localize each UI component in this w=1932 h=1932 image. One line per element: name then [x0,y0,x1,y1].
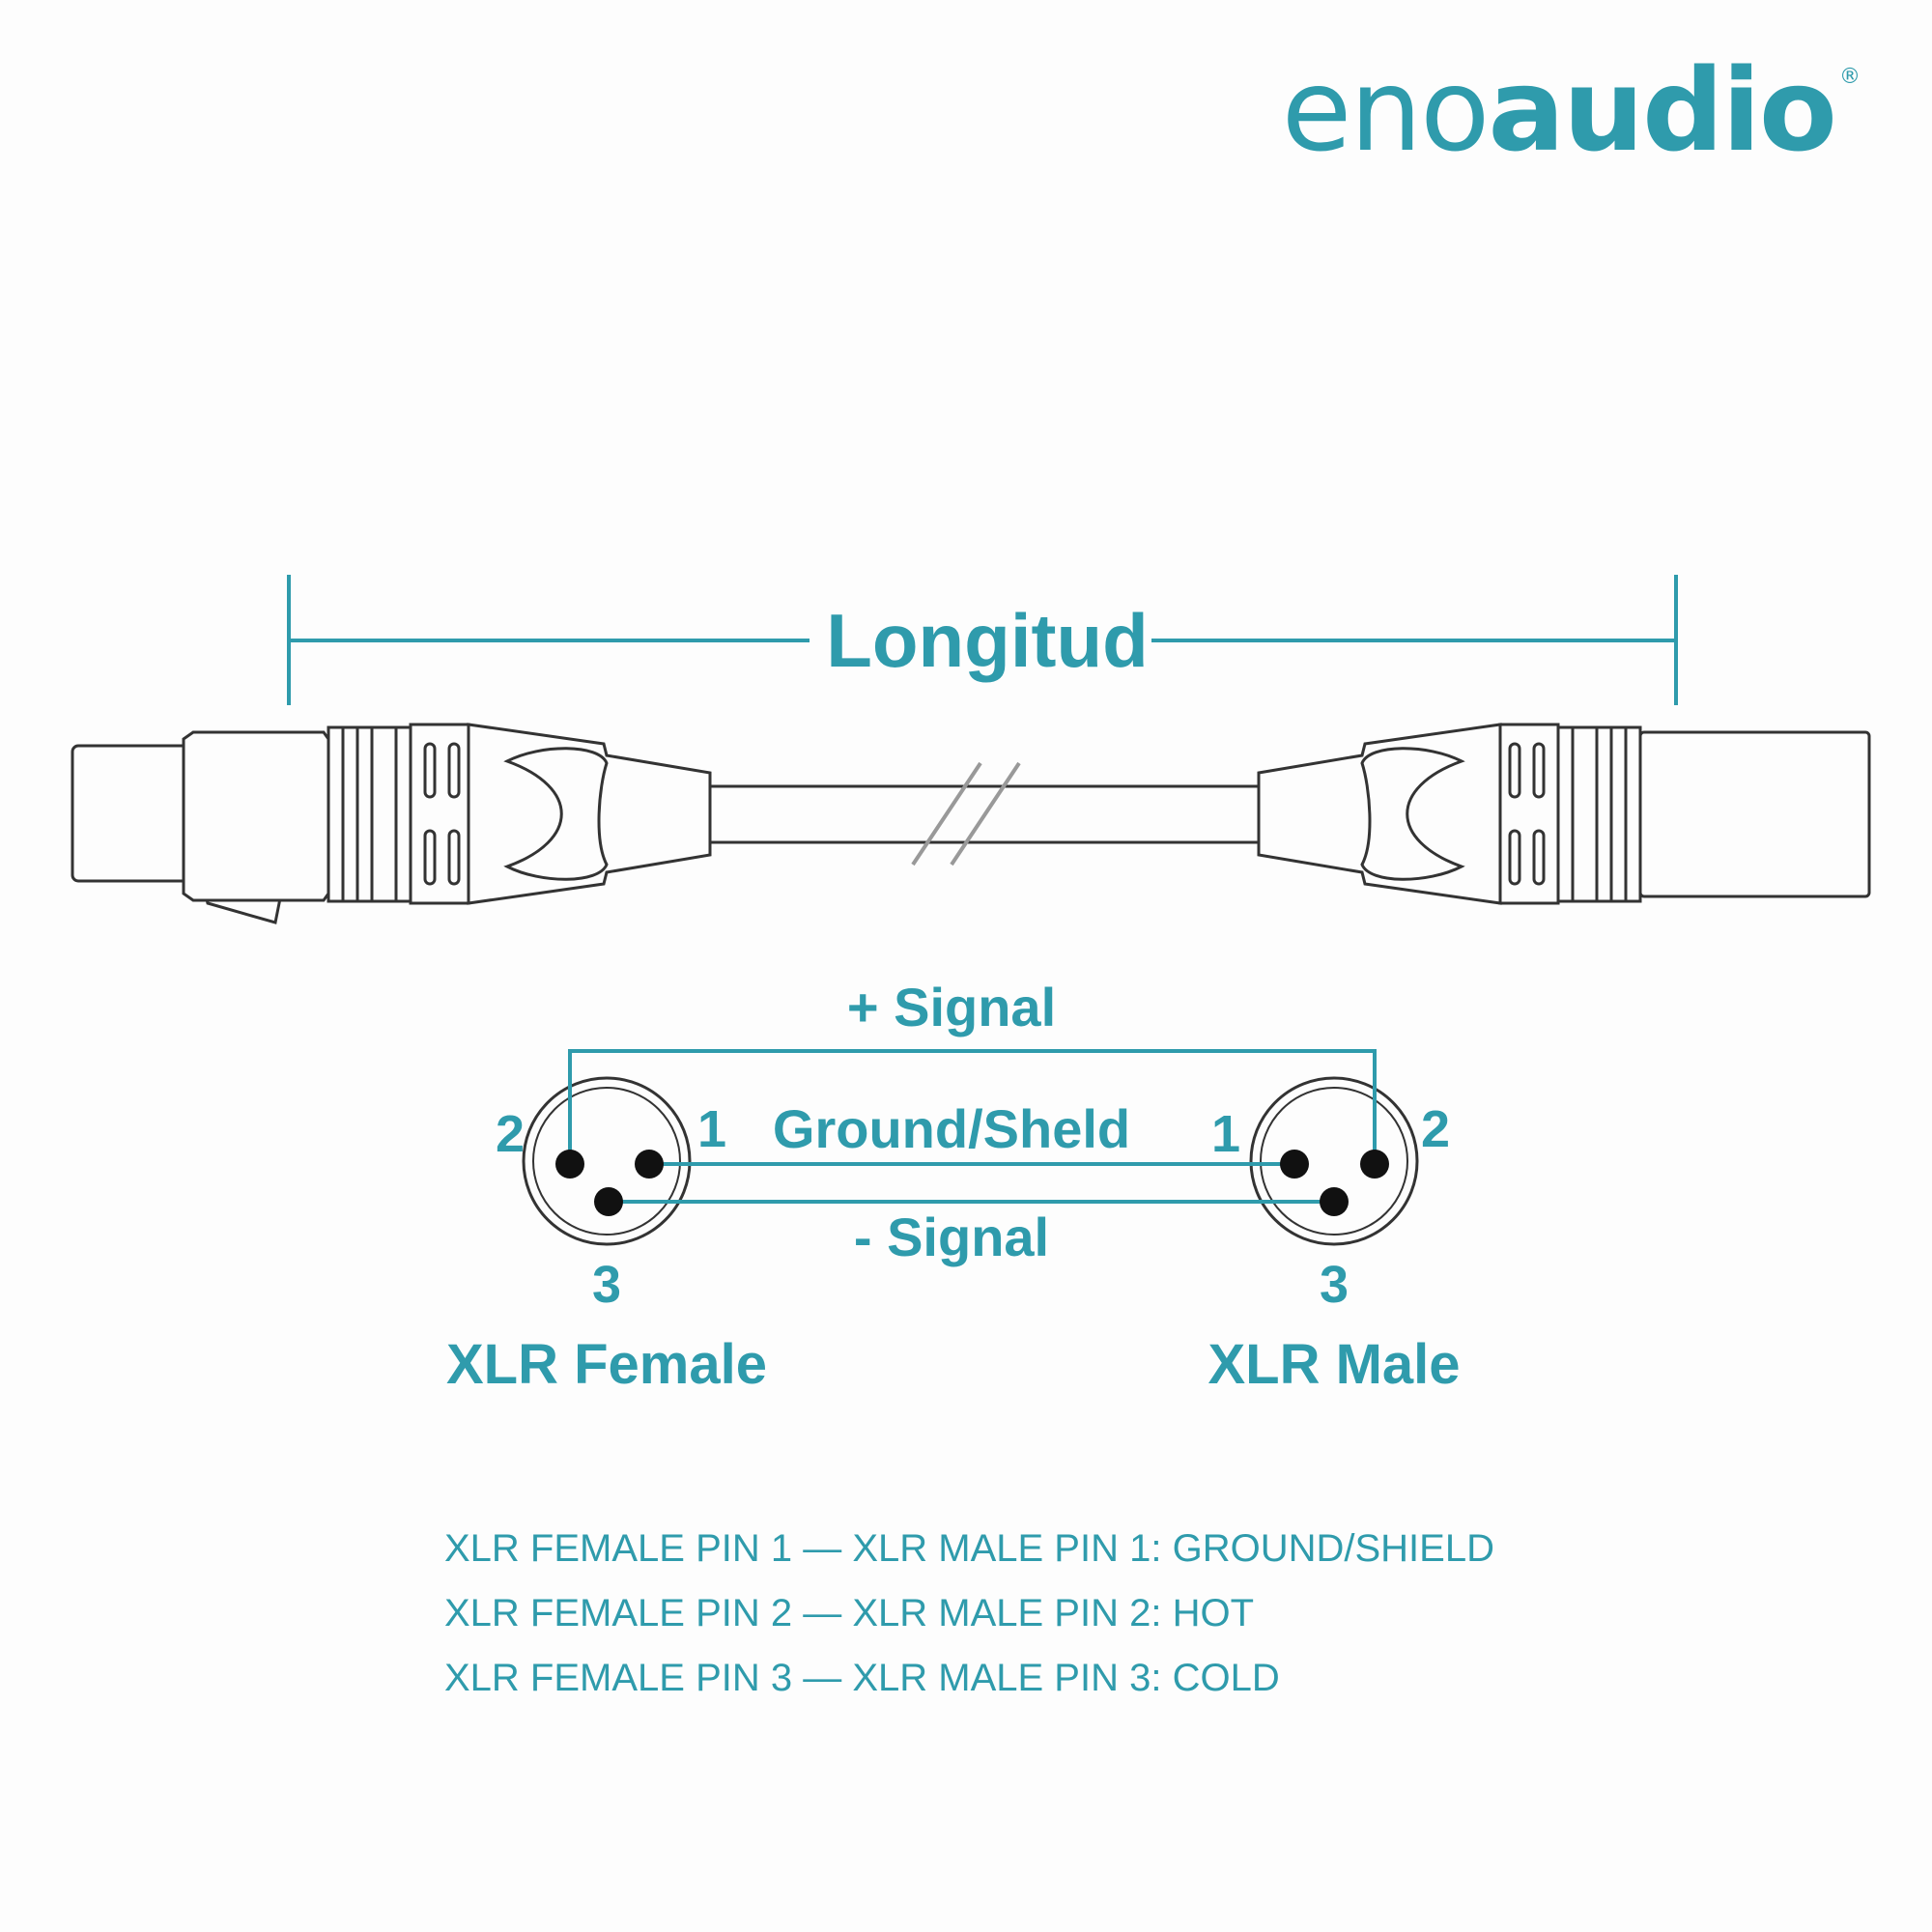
female-pin-2-dot [555,1150,584,1179]
female-pin-3-dot [594,1187,623,1216]
male-ring [1556,725,1642,903]
xlr-male-connector-drawing [1257,723,1871,905]
wiring-schematic: + Signal Ground/Sheld - Signal 2 1 3 1 2… [446,977,1461,1396]
pinout-note: XLR FEMALE PIN 1 — XLR MALE PIN 1: GROUN… [444,1527,1494,1570]
female-pin-1-label: 1 [697,1100,726,1158]
male-pin-1-dot [1280,1150,1309,1179]
registered-mark: ® [1839,65,1861,89]
male-pin-3-dot [1320,1187,1349,1216]
male-pin-3-label: 3 [1320,1256,1349,1314]
cable-drawing [710,784,1259,844]
plus-signal-wire [568,1049,1377,1164]
male-pin-circle-inner [1260,1087,1408,1236]
male-pin-circle-outer [1249,1076,1419,1246]
xlr-female-title: XLR Female [446,1333,767,1396]
brand-name-light: eno [1281,43,1491,177]
female-pin-1-dot [635,1150,664,1179]
length-label: Longitud [826,598,1149,683]
pinout-note: XLR FEMALE PIN 3 — XLR MALE PIN 3: COLD [444,1657,1280,1699]
male-pin-2-label: 2 [1421,1100,1450,1158]
pinout-notes: XLR FEMALE PIN 1 — XLR MALE PIN 1: GROUN… [444,1517,1494,1711]
cable-break-icon [911,761,1021,867]
female-pin-circle-inner [532,1087,681,1236]
female-pin-3-label: 3 [592,1256,621,1314]
female-collar [182,730,330,902]
male-pin-2-dot [1360,1150,1389,1179]
length-dimension [287,575,1678,705]
brand-logo: enoaudio® [1282,53,1861,167]
male-body [1638,730,1871,898]
ground-label: Ground/Sheld [773,1098,1130,1159]
plus-signal-label: + Signal [847,977,1056,1037]
pinout-note: XLR FEMALE PIN 2 — XLR MALE PIN 2: HOT [444,1592,1255,1634]
male-pin-1-label: 1 [1211,1105,1240,1163]
xlr-female-connector-drawing [71,723,712,924]
xlr-male-title: XLR Male [1208,1333,1460,1396]
minus-signal-label: - Signal [854,1207,1049,1267]
female-ring [327,725,412,903]
female-pin-2-label: 2 [496,1105,525,1163]
female-pin-circle-outer [522,1076,692,1246]
female-tip [71,744,190,883]
brand-name-bold: audio [1488,43,1837,177]
